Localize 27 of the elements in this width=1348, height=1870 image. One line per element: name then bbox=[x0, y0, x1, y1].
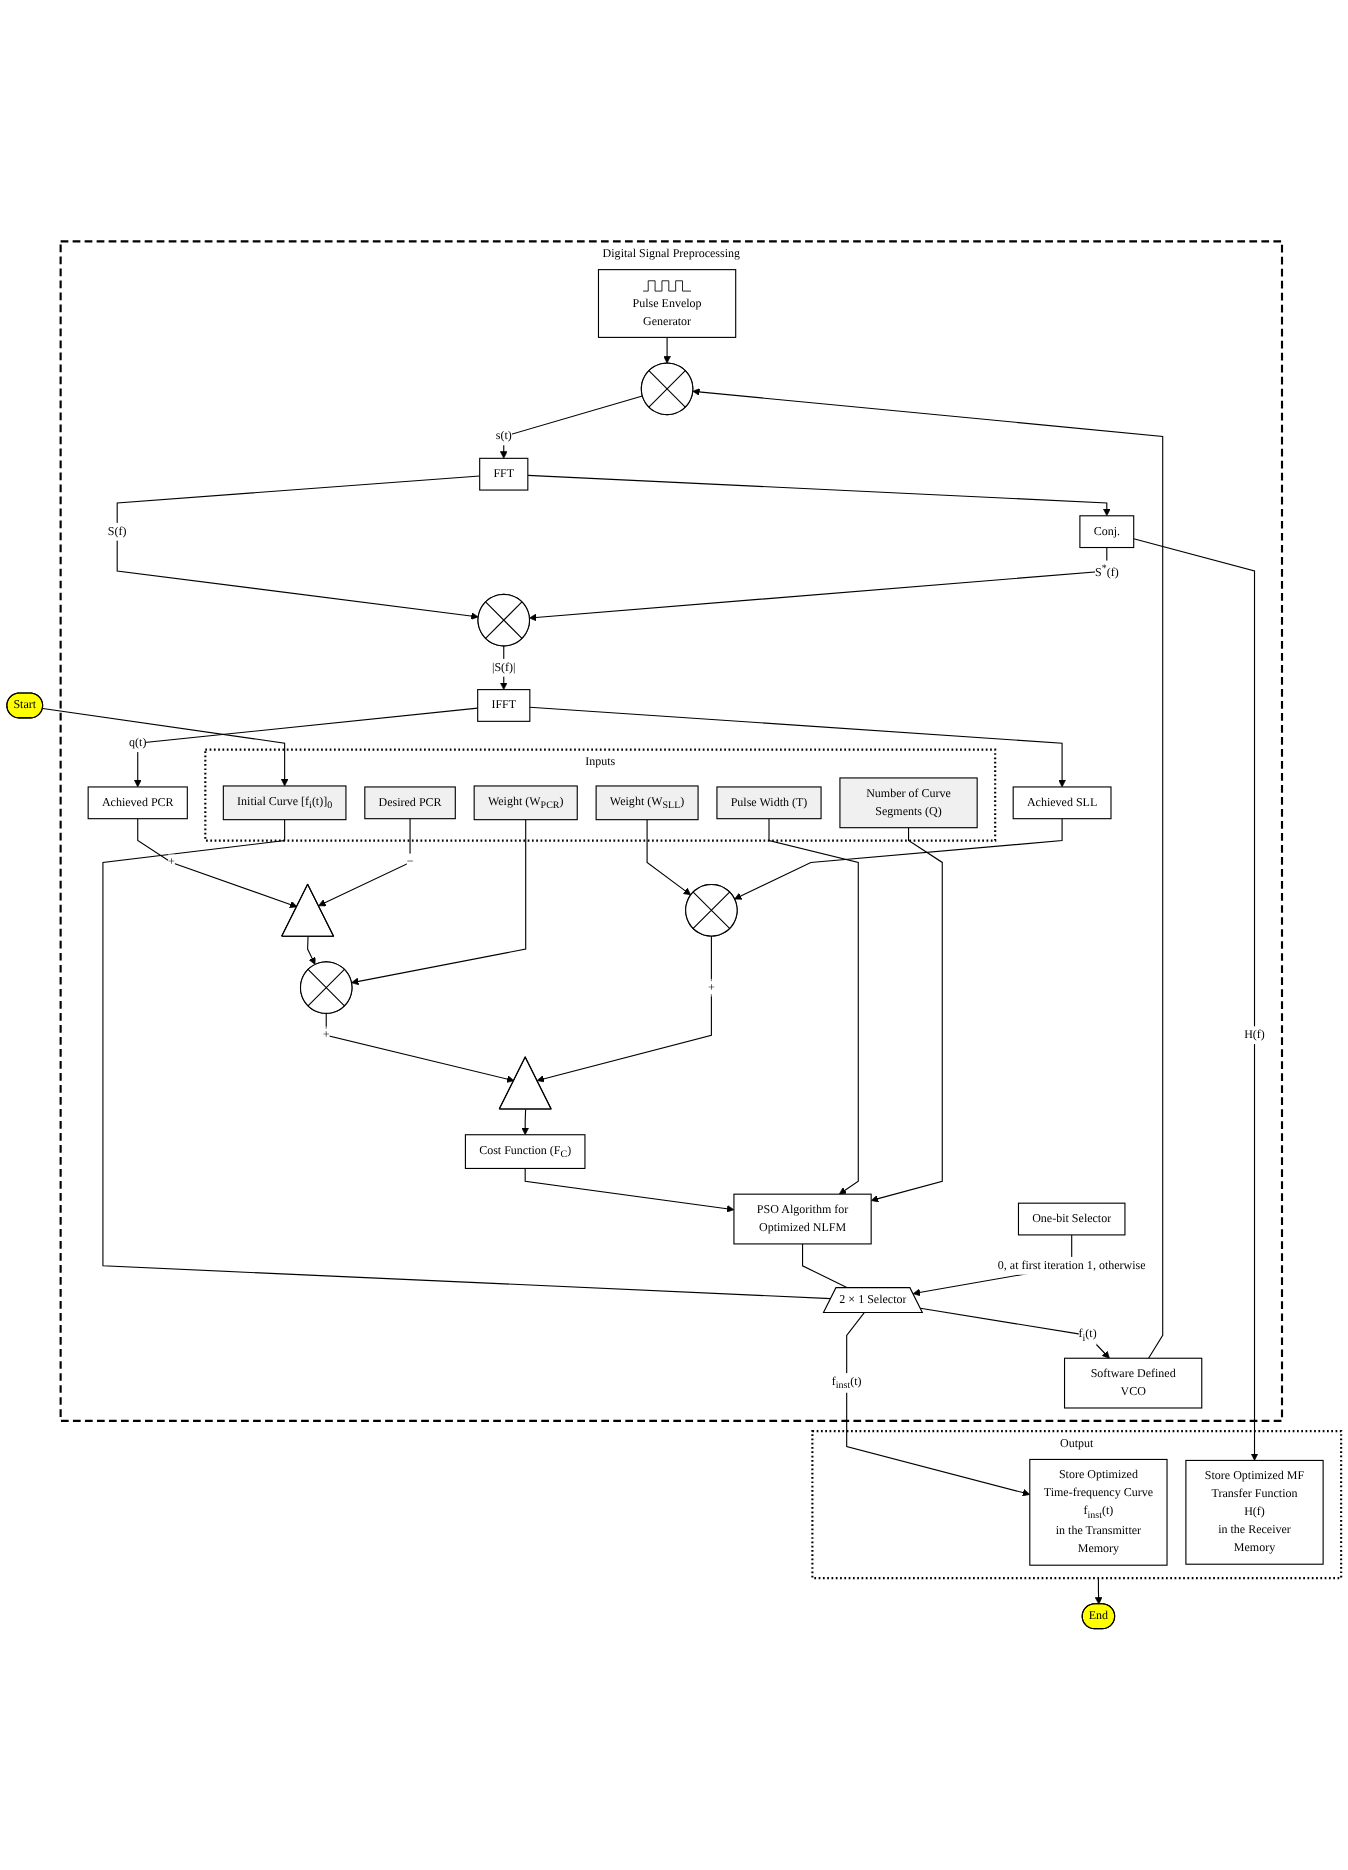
arrow bbox=[500, 395, 643, 459]
arrow bbox=[318, 818, 411, 907]
arrow bbox=[734, 818, 1063, 900]
arrow bbox=[527, 474, 1111, 517]
arrow bbox=[325, 1012, 515, 1083]
arrow bbox=[524, 1167, 735, 1213]
arrow bbox=[768, 818, 859, 1195]
arrow bbox=[870, 827, 943, 1203]
arrow bbox=[529, 706, 1066, 788]
arrow bbox=[521, 1108, 529, 1136]
connector bbox=[102, 819, 832, 1300]
arrow bbox=[133, 707, 479, 788]
arrow bbox=[1133, 538, 1259, 1461]
arrow bbox=[529, 546, 1108, 622]
arrow bbox=[116, 475, 481, 620]
arrow bbox=[692, 388, 1164, 1359]
arrow bbox=[536, 935, 712, 1083]
arrow bbox=[919, 1307, 1110, 1359]
arrow bbox=[846, 1312, 1031, 1497]
arrow bbox=[42, 707, 289, 787]
connector bbox=[802, 1243, 849, 1289]
arrow bbox=[351, 819, 527, 986]
arrow bbox=[663, 336, 671, 364]
arrow bbox=[1094, 1577, 1103, 1605]
arrow bbox=[646, 819, 692, 896]
arrow bbox=[137, 818, 298, 909]
arrow bbox=[307, 936, 316, 965]
